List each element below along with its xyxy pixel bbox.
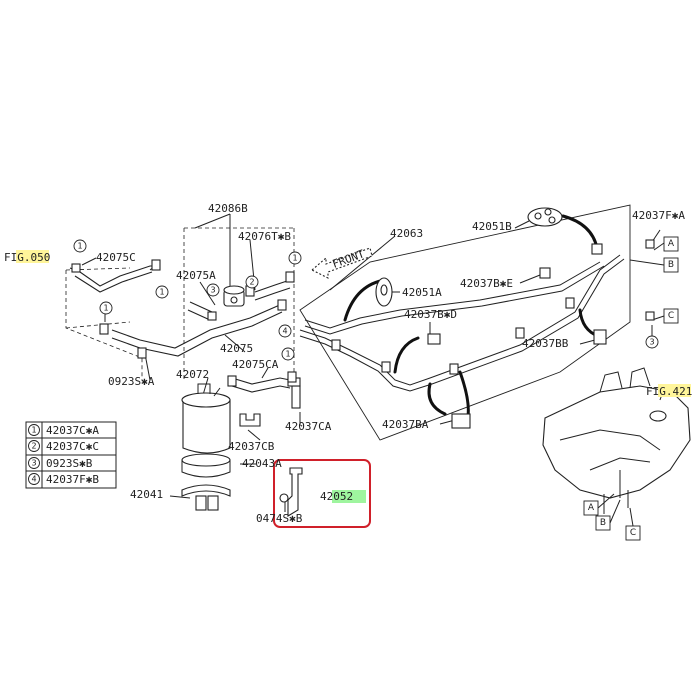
label-42086b: 42086B — [208, 202, 248, 215]
legend-part-2: 42037C✱C — [46, 440, 99, 453]
legend-part-1: 42037C✱A — [46, 424, 99, 437]
label-42075a: 42075A — [176, 269, 216, 282]
fig050-label: FIG.050 — [4, 251, 50, 264]
hose-42075a — [187, 301, 213, 321]
marker-4: 4 — [282, 327, 287, 336]
fig421-label: FIG.421 — [646, 385, 692, 398]
connection-markers: A B C A B C — [583, 236, 679, 541]
bracket-42052 — [279, 467, 303, 517]
label-42037cb: 42037CB — [228, 440, 275, 453]
label-42043a: 42043A — [242, 457, 282, 470]
hose-42075 — [111, 303, 283, 357]
label-42041: 42041 — [130, 488, 163, 501]
fuel-line-assembly-outline — [299, 204, 631, 441]
marker-c-top: C — [668, 311, 674, 321]
label-42037ca: 42037CA — [285, 420, 332, 433]
label-42037fa: 42037F✱A — [632, 209, 685, 222]
clips-right — [331, 239, 655, 429]
label-42075ca: 42075CA — [232, 358, 279, 371]
fuel-filter-42072 — [181, 383, 231, 454]
marker-a-tank: A — [588, 503, 595, 513]
legend-part-4: 42037F✱B — [46, 473, 99, 486]
label-42051a: 42051A — [402, 286, 442, 299]
label-42063: 42063 — [390, 227, 423, 240]
label-42052: 42052 — [320, 490, 353, 503]
marker-1e: 1 — [285, 350, 290, 359]
front-label: FRONT — [331, 247, 367, 271]
label-0474sb: 0474S✱B — [256, 512, 303, 525]
valve-42086b — [223, 285, 245, 307]
marker-b-top: B — [668, 260, 674, 270]
legend-num-4: 4 — [31, 475, 36, 484]
label-42037be: 42037B✱E — [460, 277, 513, 290]
label-42037bd: 42037B✱D — [404, 308, 457, 321]
fig050-highlight — [16, 250, 49, 263]
clip-42037cb — [239, 413, 261, 427]
fuel-lines-42063 — [299, 254, 625, 392]
fig421-highlight — [658, 384, 691, 397]
marker-2: 2 — [249, 278, 254, 287]
legend-num-3: 3 — [31, 459, 36, 468]
marker-c-tank: C — [630, 528, 636, 538]
ring-42043a — [181, 453, 231, 478]
marker-1d: 1 — [292, 254, 297, 263]
hose-clamps — [71, 259, 297, 387]
label-42072: 42072 — [176, 368, 209, 381]
marker-3b: 3 — [649, 338, 654, 347]
label-42075c: 42075C — [96, 251, 136, 264]
label-42051b: 42051B — [472, 220, 512, 233]
label-42037ba: 42037BA — [382, 418, 429, 431]
legend-table: 1 42037C✱A 2 42037C✱C 3 0923S✱B 4 42037F… — [25, 421, 117, 489]
grommet-42051a — [375, 277, 393, 307]
hose-42076t — [254, 279, 291, 301]
label-42037bb: 42037BB — [522, 337, 569, 350]
hose-42075c — [69, 265, 158, 293]
numbered-markers: 1 1 1 1 1 2 3 3 4 — [73, 239, 659, 361]
legend-part-3: 0923S✱B — [46, 457, 93, 470]
marker-1a: 1 — [77, 242, 82, 251]
label-42075: 42075 — [220, 342, 253, 355]
fuel-tank — [542, 367, 691, 514]
marker-b-tank: B — [600, 518, 606, 528]
hose-42075ca — [231, 377, 291, 393]
highlight-callout-box — [273, 459, 371, 528]
legend-num-1: 1 — [31, 426, 36, 435]
marker-1c: 1 — [103, 304, 108, 313]
part-42052-highlight — [332, 490, 366, 503]
label-42076tb: 42076T✱B — [238, 230, 291, 243]
marker-a-top: A — [668, 239, 675, 249]
front-arrow — [311, 247, 373, 279]
marker-3a: 3 — [210, 286, 215, 295]
label-0923sa: 0923S✱A — [108, 375, 155, 388]
marker-1b: 1 — [159, 288, 164, 297]
grommet-42051b — [527, 207, 563, 227]
clamp-42041 — [181, 484, 231, 511]
legend-num-2: 2 — [31, 442, 36, 451]
